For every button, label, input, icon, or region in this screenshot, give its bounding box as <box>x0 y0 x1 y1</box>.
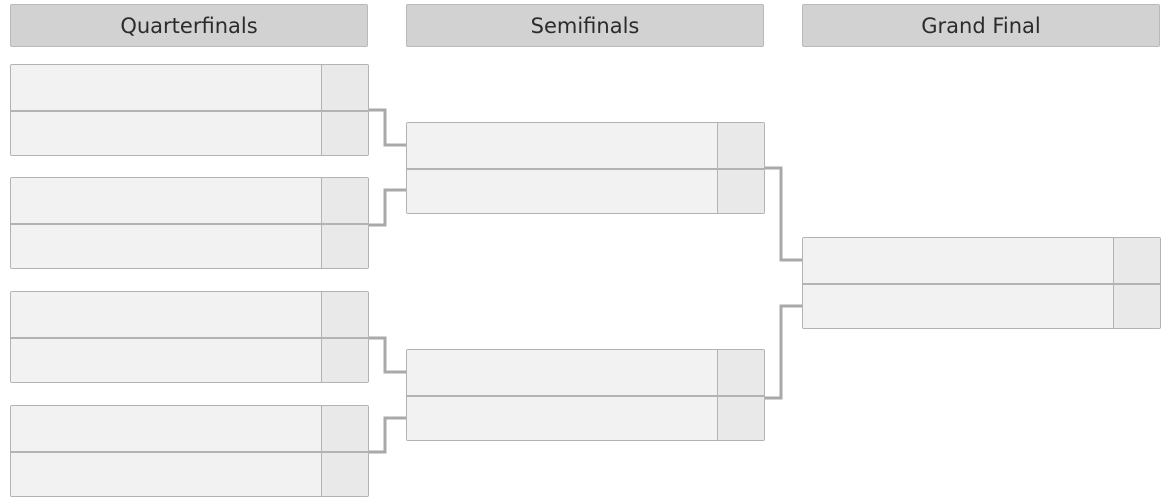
match-qf1 <box>10 64 369 156</box>
match-slot[interactable] <box>11 223 368 268</box>
connector-qf2-sf1 <box>369 188 406 227</box>
round-header-quarterfinals: Quarterfinals <box>10 4 368 47</box>
connector-qf3-sf2 <box>369 336 406 374</box>
team-name <box>407 123 717 168</box>
team-score <box>717 397 764 440</box>
team-score <box>1113 285 1160 328</box>
match-sf1 <box>406 122 765 214</box>
connector-qf4-sf2 <box>369 416 406 454</box>
match-slot[interactable] <box>11 110 368 155</box>
team-name <box>803 238 1113 283</box>
team-score <box>321 225 368 268</box>
round-header-semifinals: Semifinals <box>406 4 764 47</box>
team-name <box>11 339 321 382</box>
team-name <box>11 453 321 496</box>
match-slot[interactable] <box>11 451 368 496</box>
team-name <box>407 397 717 440</box>
match-slot[interactable] <box>407 395 764 440</box>
match-slot[interactable] <box>407 350 764 395</box>
match-slot[interactable] <box>803 283 1160 328</box>
team-score <box>717 170 764 213</box>
team-name <box>407 350 717 395</box>
team-score <box>321 339 368 382</box>
round-header-grand-final: Grand Final <box>802 4 1160 47</box>
match-slot[interactable] <box>11 178 368 223</box>
team-name <box>803 285 1113 328</box>
match-slot[interactable] <box>11 65 368 110</box>
team-name <box>407 170 717 213</box>
match-slot[interactable] <box>11 337 368 382</box>
match-qf4 <box>10 405 369 497</box>
team-name <box>11 178 321 223</box>
match-slot[interactable] <box>407 168 764 213</box>
match-slot[interactable] <box>803 238 1160 283</box>
team-score <box>1113 238 1160 283</box>
team-score <box>717 123 764 168</box>
match-slot[interactable] <box>11 292 368 337</box>
connector-sf1-final <box>765 166 802 262</box>
team-name <box>11 112 321 155</box>
team-score <box>321 65 368 110</box>
team-score <box>321 178 368 223</box>
team-score <box>321 406 368 451</box>
team-score <box>321 453 368 496</box>
team-name <box>11 225 321 268</box>
connector-qf1-sf1 <box>369 108 406 147</box>
team-score <box>717 350 764 395</box>
team-score <box>321 112 368 155</box>
connector-sf2-final <box>765 304 802 400</box>
match-grand-final <box>802 237 1161 329</box>
match-sf2 <box>406 349 765 441</box>
match-qf2 <box>10 177 369 269</box>
match-slot[interactable] <box>11 406 368 451</box>
team-name <box>11 292 321 337</box>
team-name <box>11 65 321 110</box>
team-score <box>321 292 368 337</box>
team-name <box>11 406 321 451</box>
match-qf3 <box>10 291 369 383</box>
match-slot[interactable] <box>407 123 764 168</box>
